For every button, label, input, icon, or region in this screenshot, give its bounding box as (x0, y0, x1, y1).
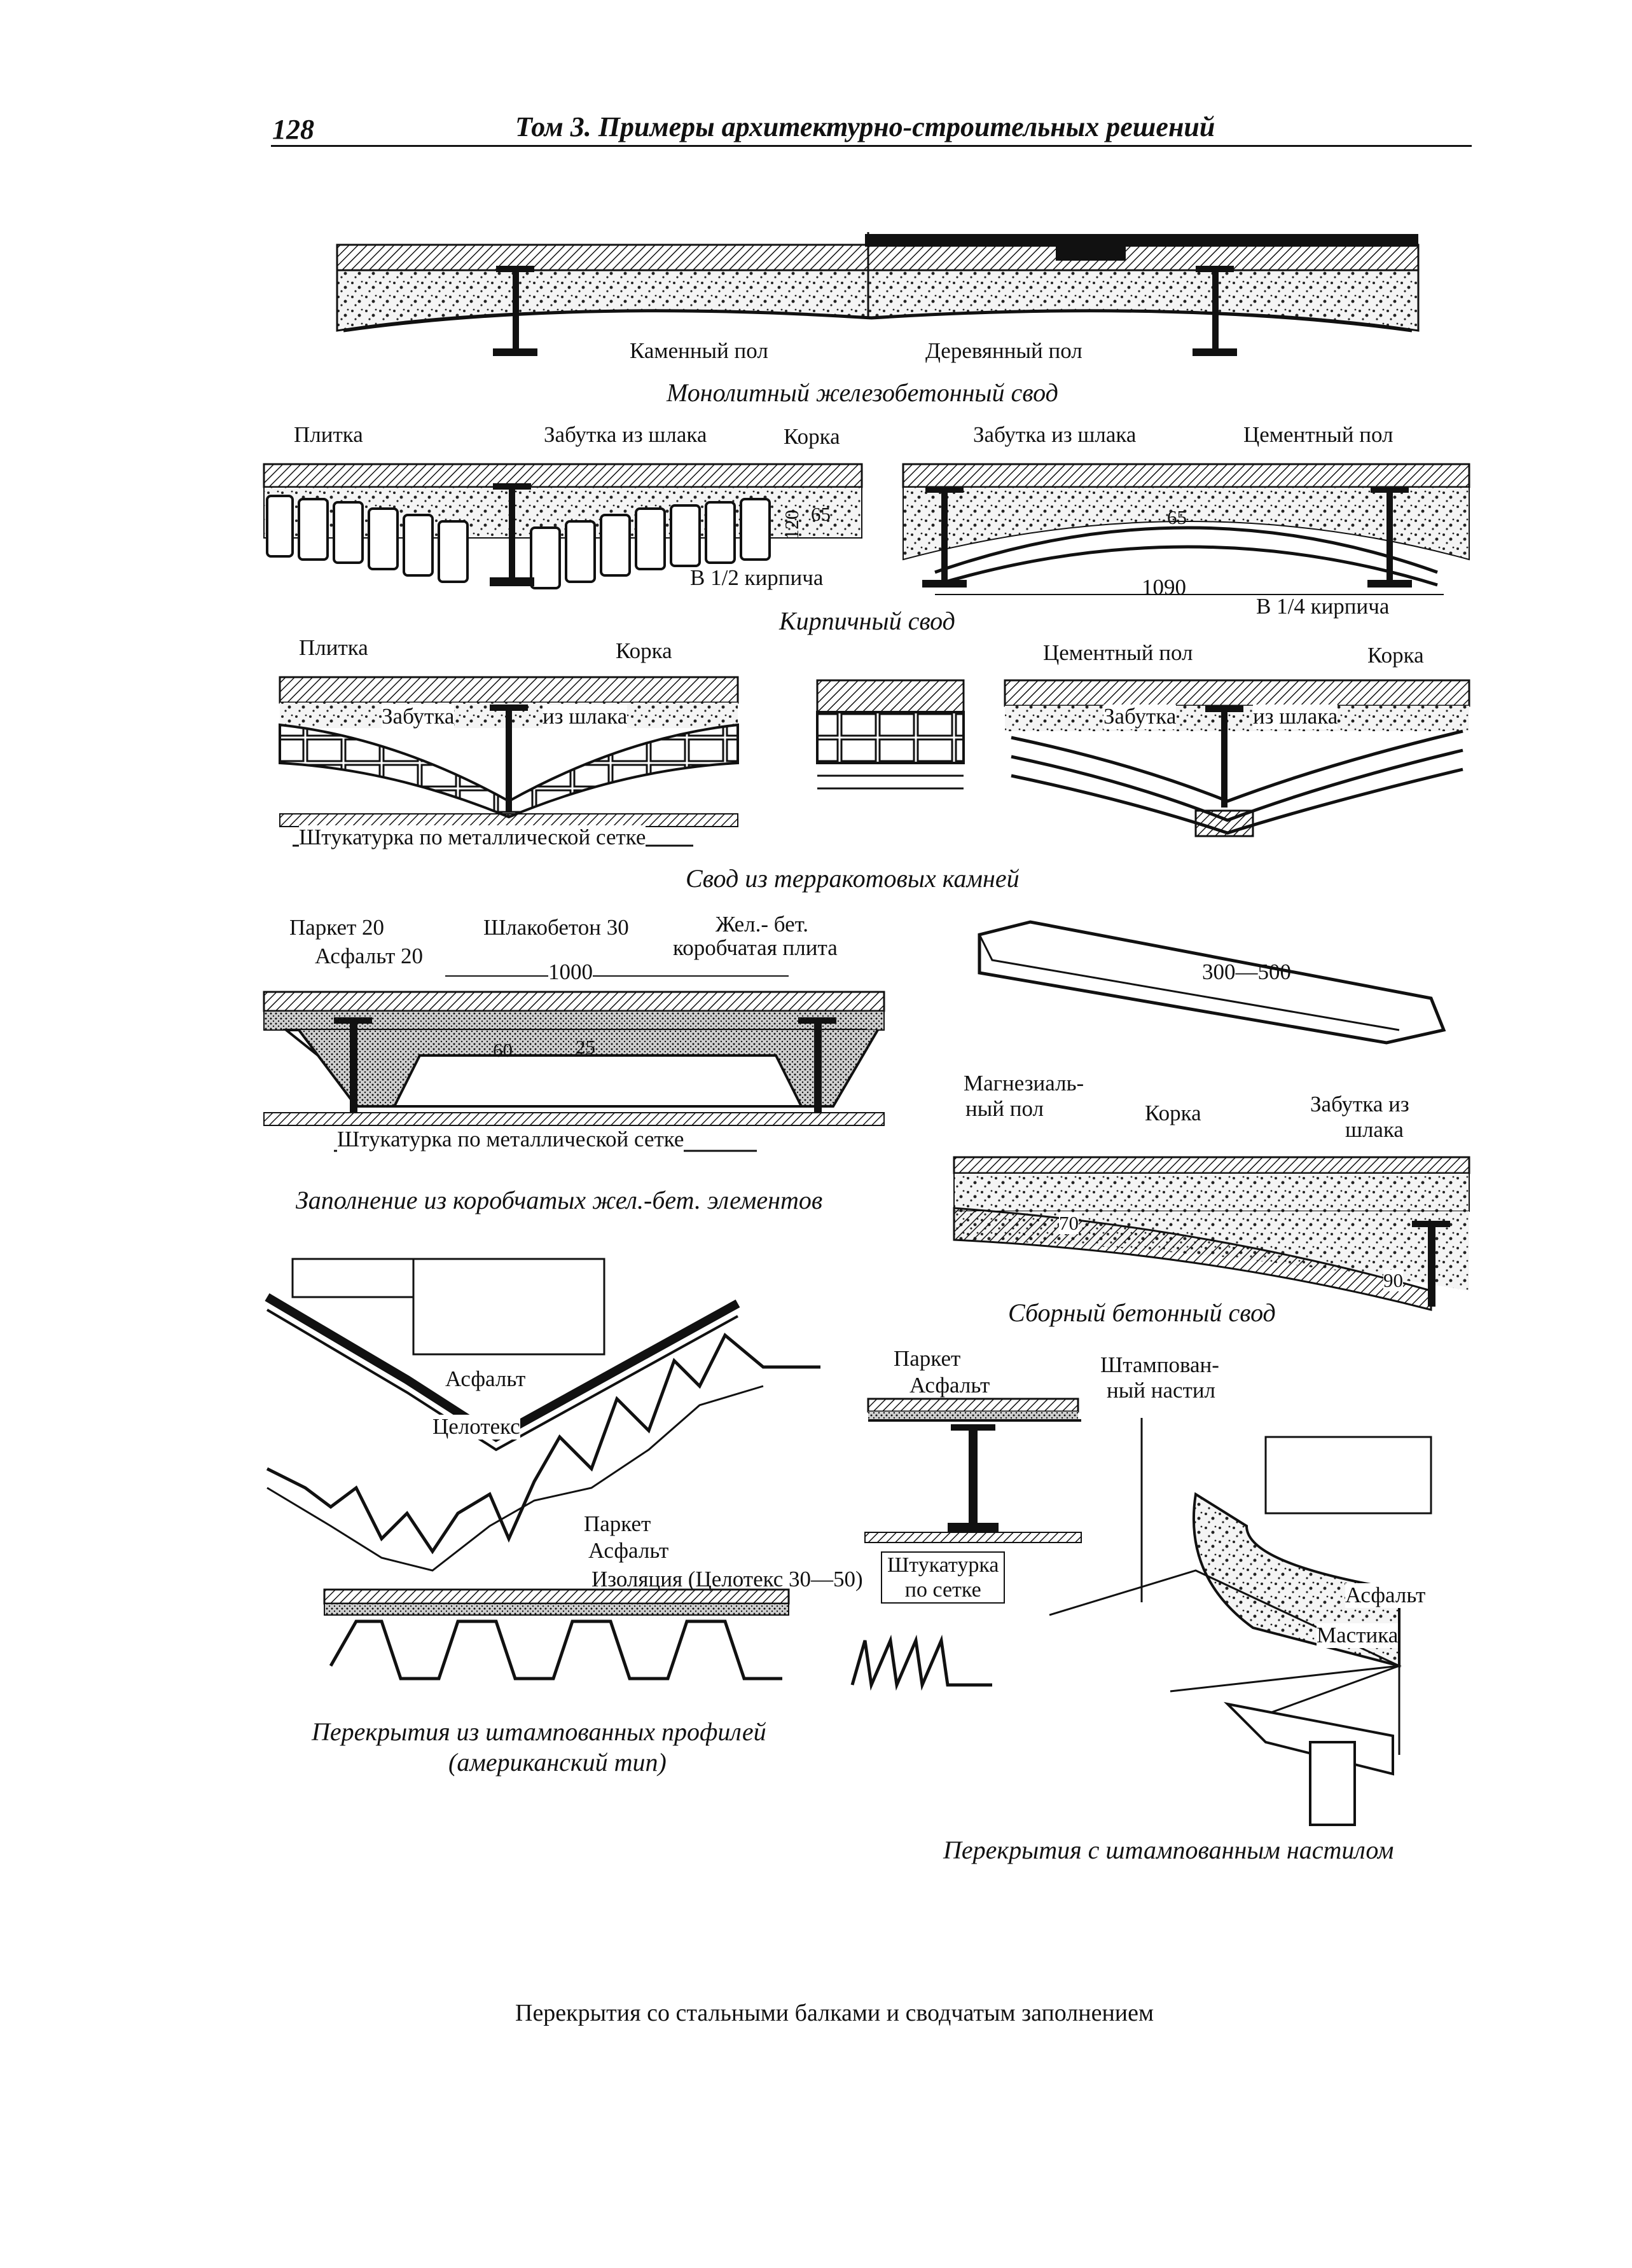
label-asphalt-american-2: Асфальт (588, 1538, 669, 1563)
terracotta-vault-left-drawing (279, 676, 739, 847)
label-rc-box-line2: коробчатая плита (673, 935, 838, 960)
label-fill-right: Забутка (1103, 704, 1177, 729)
caption-american-line2: (американский тип) (448, 1748, 667, 1777)
label-quarter-brick: В 1/4 кирпича (1256, 594, 1390, 619)
caption-brick-vault: Кирпичный свод (779, 607, 955, 635)
label-rc-box-line1: Жел.- бет. (716, 912, 809, 937)
running-title: Том 3. Примеры архитектурно-строительных… (515, 111, 1215, 142)
terracotta-vault-right-drawing (1004, 679, 1470, 837)
label-celotex: Целотекс (432, 1414, 520, 1440)
label-magnesia-line2: ный пол (965, 1096, 1044, 1121)
american-profiles-drawing (265, 1258, 820, 1680)
label-90: 90 (1383, 1269, 1403, 1292)
label-70: 70 (1059, 1212, 1079, 1235)
label-tile: Плитка (294, 422, 363, 447)
stamped-decking-drawing (850, 1398, 1432, 1826)
header-rule (271, 145, 1472, 147)
label-plaster-boxed: Штукатурка по металлической сетке (337, 1127, 684, 1152)
label-mastic: Мастика (1317, 1623, 1399, 1648)
label-crust: Корка (784, 424, 840, 449)
label-parquet-stamped: Паркет (894, 1346, 961, 1371)
label-1090: 1090 (1142, 575, 1186, 600)
label-slag-right: из шлака (1253, 704, 1338, 729)
label-crust-left: Корка (616, 638, 672, 663)
label-60: 60 (493, 1039, 513, 1061)
label-crust-precast: Корка (1145, 1101, 1201, 1125)
label-plaster-line1: Штукатурка (887, 1553, 999, 1577)
brick-vault-right-drawing (902, 463, 1470, 595)
label-fill-left: Забутка (382, 704, 455, 729)
label-asphalt-american: Асфальт (445, 1366, 526, 1392)
monolithic-vault-drawing (336, 232, 1420, 356)
label-wood-floor: Деревянный пол (925, 338, 1082, 363)
boxed-elements-drawing (263, 975, 885, 1152)
label-plaster-line2: по сетке (904, 1578, 981, 1602)
caption-boxed: Заполнение из коробчатых жел.-бет. элеме… (296, 1186, 823, 1214)
caption-stamped: Перекрытия с штампованным настилом (943, 1836, 1394, 1864)
label-plaster-mesh: Штукатурка по сетке (881, 1551, 1006, 1604)
label-magnesia-line1: Магнезиаль- (964, 1071, 1084, 1096)
label-tile-terracotta: Плитка (299, 635, 368, 660)
label-plaster-terracotta: Штукатурка по металлической сетке (299, 825, 646, 850)
caption-precast: Сборный бетонный свод (1008, 1298, 1276, 1327)
label-slag-left: из шлака (543, 704, 628, 729)
caption-american-line1: Перекрытия из штампованных профилей (312, 1717, 766, 1746)
label-cement-floor-terracotta: Цементный пол (1043, 640, 1193, 665)
brick-vault-left-drawing (263, 463, 863, 589)
label-half-brick: В 1/2 кирпича (690, 565, 824, 590)
terracotta-block-detail-drawing (816, 679, 965, 790)
label-120: 120 (780, 509, 803, 540)
label-asphalt-20: Асфальт 20 (315, 944, 424, 968)
label-slag-fill-line1: Забутка из (1310, 1092, 1409, 1117)
label-parquet-20: Паркет 20 (289, 915, 385, 940)
label-cement-floor: Цементный пол (1243, 422, 1393, 447)
label-300-500: 300—500 (1202, 959, 1291, 984)
caption-terracotta: Свод из терракотовых камней (686, 864, 1020, 893)
label-slag-fill-right: Забутка из шлака (973, 422, 1137, 447)
caption-monolithic: Монолитный железобетонный свод (667, 378, 1058, 407)
label-crust-right: Корка (1367, 643, 1424, 668)
label-asphalt-right: Асфальт (1345, 1583, 1426, 1608)
label-25: 25 (576, 1036, 595, 1058)
main-caption: Перекрытия со стальными балками и сводча… (515, 2000, 1154, 2026)
label-asphalt-stamped: Асфальт (909, 1373, 990, 1398)
label-deck-line2: ный настил (1107, 1378, 1216, 1403)
label-insulation: Изоляция (Целотекс 30—50) (591, 1567, 863, 1591)
page-number: 128 (272, 114, 314, 145)
label-65-left: 65 (811, 503, 831, 525)
label-1000: 1000 (548, 959, 593, 985)
label-parquet-american: Паркет (584, 1511, 651, 1536)
label-65-right: 65 (1167, 506, 1187, 528)
label-stone-floor: Каменный пол (630, 338, 768, 363)
label-slag-fill-line2: шлака (1345, 1117, 1404, 1142)
label-deck-line1: Штампован- (1100, 1352, 1219, 1377)
label-slag-concrete-30: Шлакобетон 30 (483, 915, 629, 940)
label-slag-fill-left: Забутка из шлака (544, 422, 707, 447)
